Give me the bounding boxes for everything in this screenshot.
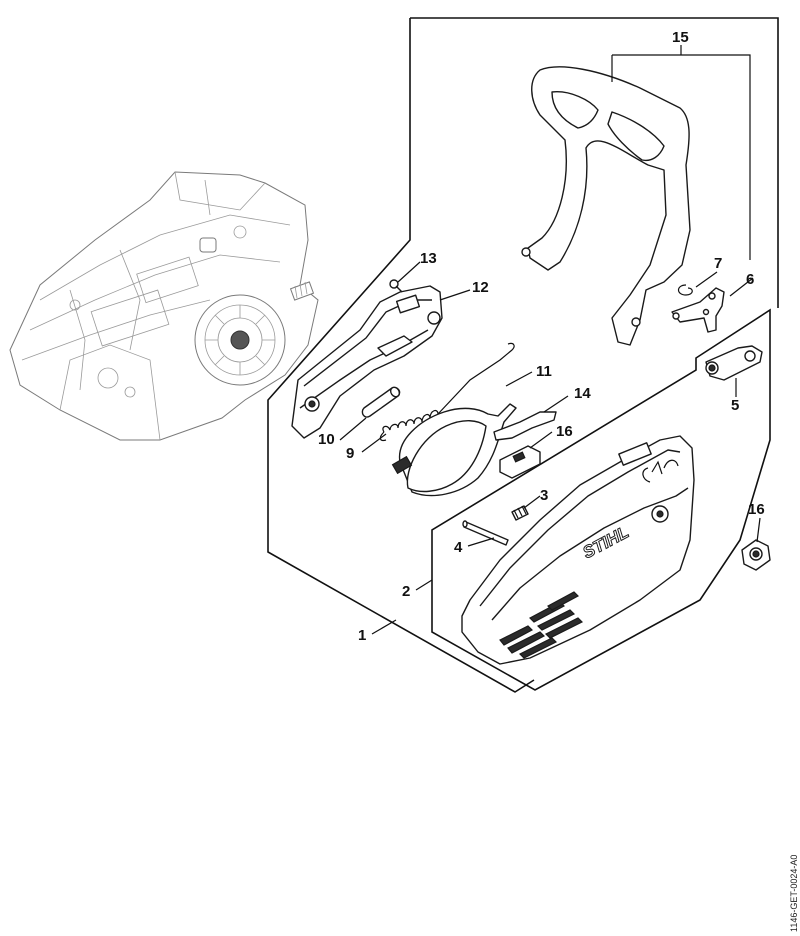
callout-12: 12 bbox=[472, 279, 489, 296]
callout-2: 2 bbox=[402, 583, 410, 600]
callout-16-collar-nut: 16 bbox=[748, 501, 765, 518]
tension-spring-9 bbox=[379, 342, 515, 442]
brake-spring-holder-12 bbox=[291, 285, 443, 439]
callout-16-nut-holder: 16 bbox=[556, 423, 573, 440]
nut-holder-16 bbox=[499, 445, 541, 479]
sprocket-cover-2: STIHL bbox=[461, 435, 695, 665]
callout-6: 6 bbox=[746, 271, 754, 288]
sleeve-10 bbox=[361, 386, 401, 418]
bar-stud bbox=[289, 281, 315, 301]
leader-lines bbox=[339, 45, 761, 635]
callout-11: 11 bbox=[536, 363, 552, 380]
assembly-outline-1 bbox=[267, 17, 779, 693]
cover-vents bbox=[499, 591, 584, 659]
callout-13: 13 bbox=[420, 250, 437, 267]
wedge-14 bbox=[493, 411, 557, 441]
chain-brake-hand-guard bbox=[521, 66, 691, 346]
callout-4: 4 bbox=[454, 539, 463, 556]
clutch-sprocket bbox=[194, 294, 286, 386]
callout-14: 14 bbox=[574, 385, 591, 402]
callout-3: 3 bbox=[540, 487, 548, 504]
chainsaw-engine-body bbox=[9, 171, 319, 441]
subassembly-outline-2 bbox=[431, 308, 771, 691]
brake-lever-6 bbox=[671, 287, 725, 333]
sleeve-3 bbox=[511, 505, 529, 521]
callout-1: 1 bbox=[358, 627, 366, 644]
callout-9: 9 bbox=[346, 445, 354, 462]
drawing-code: 1146-GET-0024-A0 bbox=[789, 855, 799, 932]
cover-model-mark bbox=[642, 459, 679, 483]
callout-15: 15 bbox=[672, 29, 689, 46]
callout-5: 5 bbox=[731, 397, 739, 414]
callout-7: 7 bbox=[714, 255, 722, 272]
pivot-bushing-5 bbox=[705, 345, 763, 381]
callout-10: 10 bbox=[318, 431, 335, 448]
screw-13 bbox=[389, 279, 403, 293]
brake-band-11 bbox=[391, 403, 517, 497]
spring-clip-7 bbox=[677, 284, 693, 296]
pin-4 bbox=[462, 520, 509, 546]
callout-labels: 15 7 6 5 13 12 11 14 16 10 9 3 4 2 1 16 bbox=[318, 29, 765, 644]
collar-nut-16 bbox=[741, 539, 771, 571]
